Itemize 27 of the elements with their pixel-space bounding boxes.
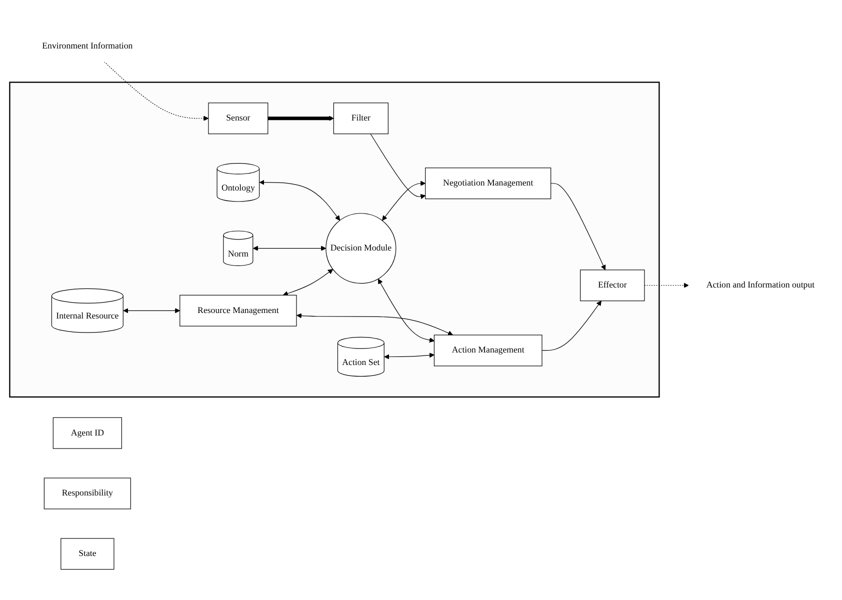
arrow bbox=[378, 278, 434, 343]
node-box: Sensor bbox=[208, 102, 268, 134]
node-text: Environment Information bbox=[42, 41, 133, 51]
node-circle: Decision Module bbox=[326, 213, 396, 284]
node-box: Effector bbox=[580, 270, 645, 302]
node-box: Responsibility bbox=[44, 478, 131, 510]
arrow bbox=[123, 308, 180, 314]
arrow bbox=[104, 61, 209, 121]
node-box: Action Management bbox=[434, 334, 542, 366]
arrow bbox=[382, 180, 426, 221]
node-box: Agent ID bbox=[52, 417, 122, 449]
arrow bbox=[384, 352, 434, 360]
node-box: State bbox=[60, 538, 114, 570]
arrow bbox=[259, 180, 340, 221]
arrow bbox=[542, 300, 602, 351]
arrow bbox=[282, 268, 334, 296]
node-box: Filter bbox=[333, 102, 388, 134]
arrow bbox=[644, 282, 689, 288]
cluster bbox=[9, 82, 660, 398]
node-text: Action and Information output bbox=[706, 280, 815, 290]
arrow bbox=[268, 116, 334, 121]
arrow bbox=[370, 134, 426, 200]
node-box: Negotiation Management bbox=[425, 168, 552, 200]
arrow bbox=[550, 183, 606, 270]
arrow bbox=[252, 246, 326, 251]
arrow bbox=[296, 313, 454, 336]
node-box: Resource Management bbox=[180, 294, 297, 326]
